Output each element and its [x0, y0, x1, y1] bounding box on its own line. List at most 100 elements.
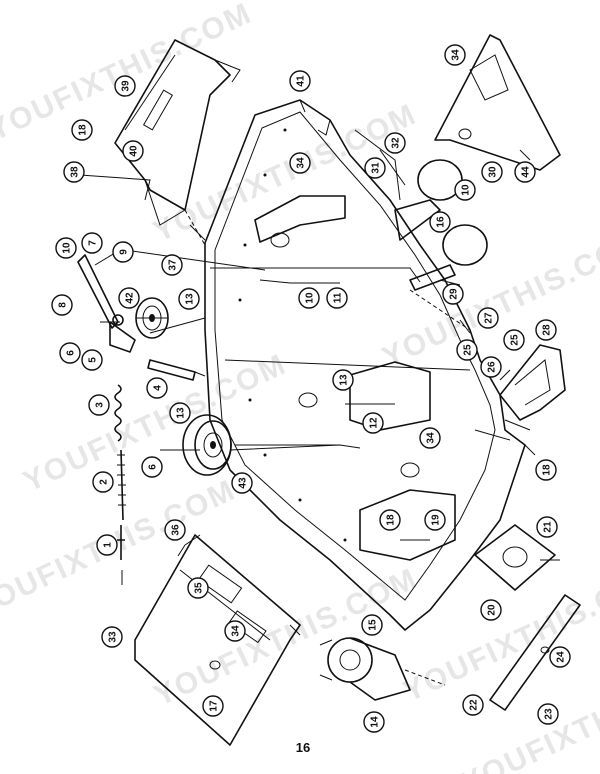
callout-label: 20	[487, 604, 498, 616]
callout-circle	[514, 161, 536, 183]
callout-label: 17	[209, 700, 220, 712]
callout-17: 17	[202, 695, 224, 717]
callout-label: 10	[461, 184, 472, 196]
callout-label: 18	[78, 124, 89, 136]
callout-circle	[429, 211, 451, 233]
callout-6: 6	[59, 342, 81, 364]
callout-32: 32	[384, 132, 406, 154]
callout-label: 33	[108, 631, 119, 643]
callout-label: 31	[371, 162, 382, 174]
callout-4: 4	[146, 377, 168, 399]
callout-circle	[326, 287, 348, 309]
callout-circle	[456, 339, 478, 361]
callout-circle	[481, 161, 503, 183]
callout-7: 7	[81, 232, 103, 254]
callout-circle	[202, 695, 224, 717]
callout-label: 10	[62, 242, 73, 254]
callout-circle	[187, 577, 209, 599]
callout-label: 13	[176, 407, 187, 419]
callout-circle	[361, 614, 383, 636]
idler-arm-linkage	[77, 249, 266, 560]
spindle-mounting-plate	[474, 524, 556, 591]
callout-circle	[122, 140, 144, 162]
callout-label: 39	[121, 80, 132, 92]
callout-circle	[88, 394, 110, 416]
callout-19: 19	[424, 509, 446, 531]
callout-circle	[146, 377, 168, 399]
callout-10: 10	[298, 287, 320, 309]
callout-circle	[81, 232, 103, 254]
callout-15: 15	[361, 614, 383, 636]
callout-13: 13	[169, 402, 191, 424]
callout-40: 40	[122, 140, 144, 162]
callout-label: 25	[510, 334, 521, 346]
callout-label: 23	[544, 708, 555, 720]
callout-label: 27	[484, 312, 495, 324]
callout-34: 34	[289, 152, 311, 174]
callout-circle	[55, 237, 77, 259]
callout-18: 18	[379, 509, 401, 531]
callout-22: 22	[462, 694, 484, 716]
callout-label: 5	[88, 357, 99, 363]
callout-28: 28	[535, 319, 557, 341]
callout-circle	[537, 703, 559, 725]
callout-circle	[96, 534, 118, 556]
callout-20: 20	[480, 599, 502, 621]
callout-label: 37	[168, 259, 179, 271]
callout-23: 23	[537, 703, 559, 725]
callout-circle	[224, 620, 246, 642]
callout-circle	[92, 471, 114, 493]
callout-circle	[419, 427, 441, 449]
callout-label: 30	[488, 166, 499, 178]
callout-circle	[477, 307, 499, 329]
callout-label: 34	[426, 432, 437, 444]
drive-motor	[319, 637, 446, 701]
callout-10: 10	[454, 179, 476, 201]
callout-9: 9	[112, 241, 134, 263]
callout-label: 6	[66, 350, 77, 356]
callout-circle	[114, 75, 136, 97]
callout-label: 40	[129, 145, 140, 157]
callout-33: 33	[101, 626, 123, 648]
callout-label: 15	[368, 619, 379, 631]
callout-13: 13	[178, 288, 200, 310]
callout-circle	[454, 179, 476, 201]
callout-label: 1	[103, 542, 114, 548]
callout-circle	[298, 287, 320, 309]
callout-44: 44	[514, 161, 536, 183]
watermark-text: YOUFIXTHIS.COM	[377, 223, 600, 374]
callout-label: 34	[231, 625, 242, 637]
callout-label: 22	[469, 699, 480, 711]
callout-1: 1	[96, 534, 118, 556]
callout-label: 13	[185, 293, 196, 305]
part-callouts: 1234566789101010111213131314151617181818…	[51, 44, 571, 733]
left-rear-shield	[114, 39, 241, 246]
callout-circle	[332, 369, 354, 391]
callout-circle	[71, 119, 93, 141]
callout-26: 26	[480, 356, 502, 378]
callout-24: 24	[549, 646, 571, 668]
callout-label: 18	[386, 514, 397, 526]
callout-34: 34	[419, 427, 441, 449]
callout-label: 25	[463, 344, 474, 356]
callout-circle	[81, 349, 103, 371]
callout-label: 13	[339, 374, 350, 386]
callout-circle	[289, 70, 311, 92]
page-number: 16	[295, 740, 311, 755]
callout-6: 6	[141, 456, 163, 478]
callout-14: 14	[363, 711, 385, 733]
callout-circle	[101, 626, 123, 648]
callout-10: 10	[55, 237, 77, 259]
callout-circle	[424, 509, 446, 531]
callout-8: 8	[51, 294, 73, 316]
callout-label: 43	[238, 477, 249, 489]
callout-label: 16	[436, 216, 447, 228]
right-rear-shield	[434, 34, 561, 171]
callout-circle	[141, 456, 163, 478]
callout-12: 12	[362, 412, 384, 434]
callout-43: 43	[231, 472, 253, 494]
callout-circle	[59, 342, 81, 364]
callout-34: 34	[224, 620, 246, 642]
callout-circle	[535, 319, 557, 341]
